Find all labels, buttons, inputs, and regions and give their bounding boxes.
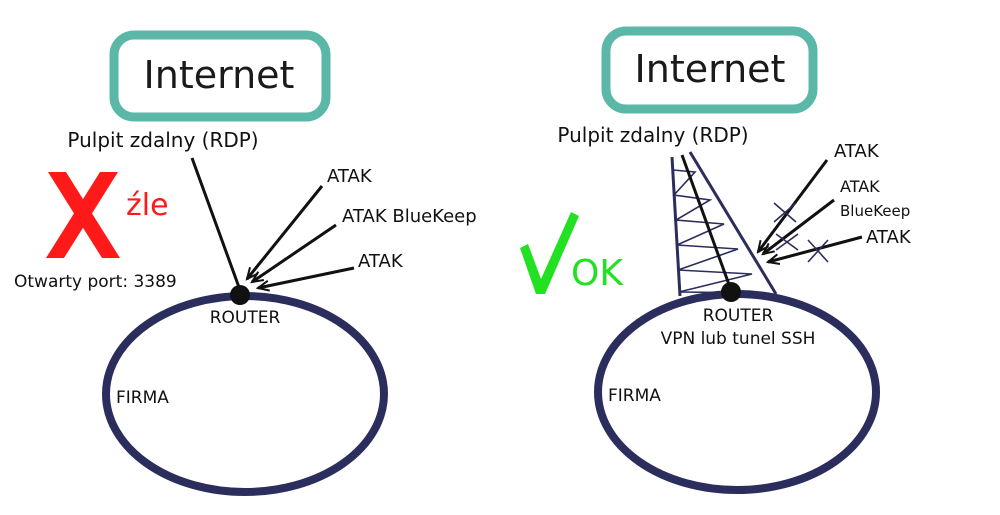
open-port-label: Otwarty port: 3389 [14,272,177,292]
attack-label-left-2: ATAK BlueKeep [342,206,477,227]
internet-label-right: Internet [635,47,786,91]
tunnel-shape [670,151,778,297]
router-label-right: ROUTER [703,306,774,326]
rdp-connection-line-right [680,154,733,291]
attack-arrow-right-2 [763,198,835,254]
attack-label-right-1: ATAK [834,141,880,162]
blocked-cross-icon [773,202,829,263]
internet-box-right [601,26,818,114]
attack-label-right-3: ATAK [866,227,912,248]
verdict-ok-label: OK [571,253,624,294]
ok-check-icon [520,212,579,294]
attack-arrow-left-1 [247,185,324,279]
attack-arrow-left-3 [258,266,355,288]
attack-label-left-1: ATAK [327,166,373,187]
attack-arrow-left-2 [252,223,337,282]
bad-x-icon [46,172,120,258]
rdp-label-right: Pulpit zdalny (RDP) [557,123,748,147]
router-node-left [230,285,250,305]
company-label-left: FIRMA [116,388,169,408]
tunnel-label: VPN lub tunel SSH [661,329,816,349]
attack-label-left-3: ATAK [358,251,404,272]
internet-box-left [109,30,331,122]
verdict-bad-label: źle [126,188,169,223]
router-node-right [721,282,741,302]
router-label-left: ROUTER [210,308,281,328]
attack-label-right-2a: ATAK [840,177,880,196]
attack-label-right-2b: BlueKeep [840,202,910,220]
rdp-label-left: Pulpit zdalny (RDP) [67,128,258,152]
attack-arrow-right-3 [768,235,863,262]
company-label-right: FIRMA [608,386,661,406]
internet-label-left: Internet [144,53,295,97]
rdp-connection-line-left [190,157,242,291]
